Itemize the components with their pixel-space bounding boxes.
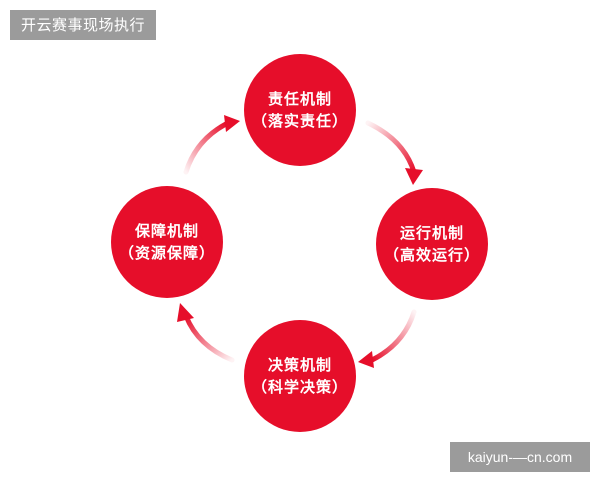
arrow-bottom-to-left: [177, 303, 235, 363]
node-subtitle: （资源保障）: [118, 244, 215, 262]
arrow-right-to-bottom: [358, 309, 417, 368]
node-title: 决策机制: [267, 356, 332, 374]
node-title: 责任机制: [267, 90, 332, 108]
node-guarantee: 保障机制 （资源保障）: [111, 186, 223, 298]
arrow-left-to-top: [183, 115, 240, 175]
node-title: 运行机制: [399, 224, 464, 242]
header-label: 开云赛事现场执行: [10, 10, 156, 40]
node-subtitle: （落实责任）: [251, 112, 348, 130]
node-responsibility: 责任机制 （落实责任）: [244, 54, 356, 166]
node-title: 保障机制: [134, 222, 199, 240]
node-subtitle: （科学决策）: [251, 378, 348, 396]
watermark-label: kaiyun-—cn.com: [450, 442, 590, 472]
node-decision: 决策机制 （科学决策）: [244, 320, 356, 432]
node-subtitle: （高效运行）: [383, 246, 480, 264]
node-operation: 运行机制 （高效运行）: [376, 188, 488, 300]
arrow-top-to-right: [365, 120, 423, 185]
